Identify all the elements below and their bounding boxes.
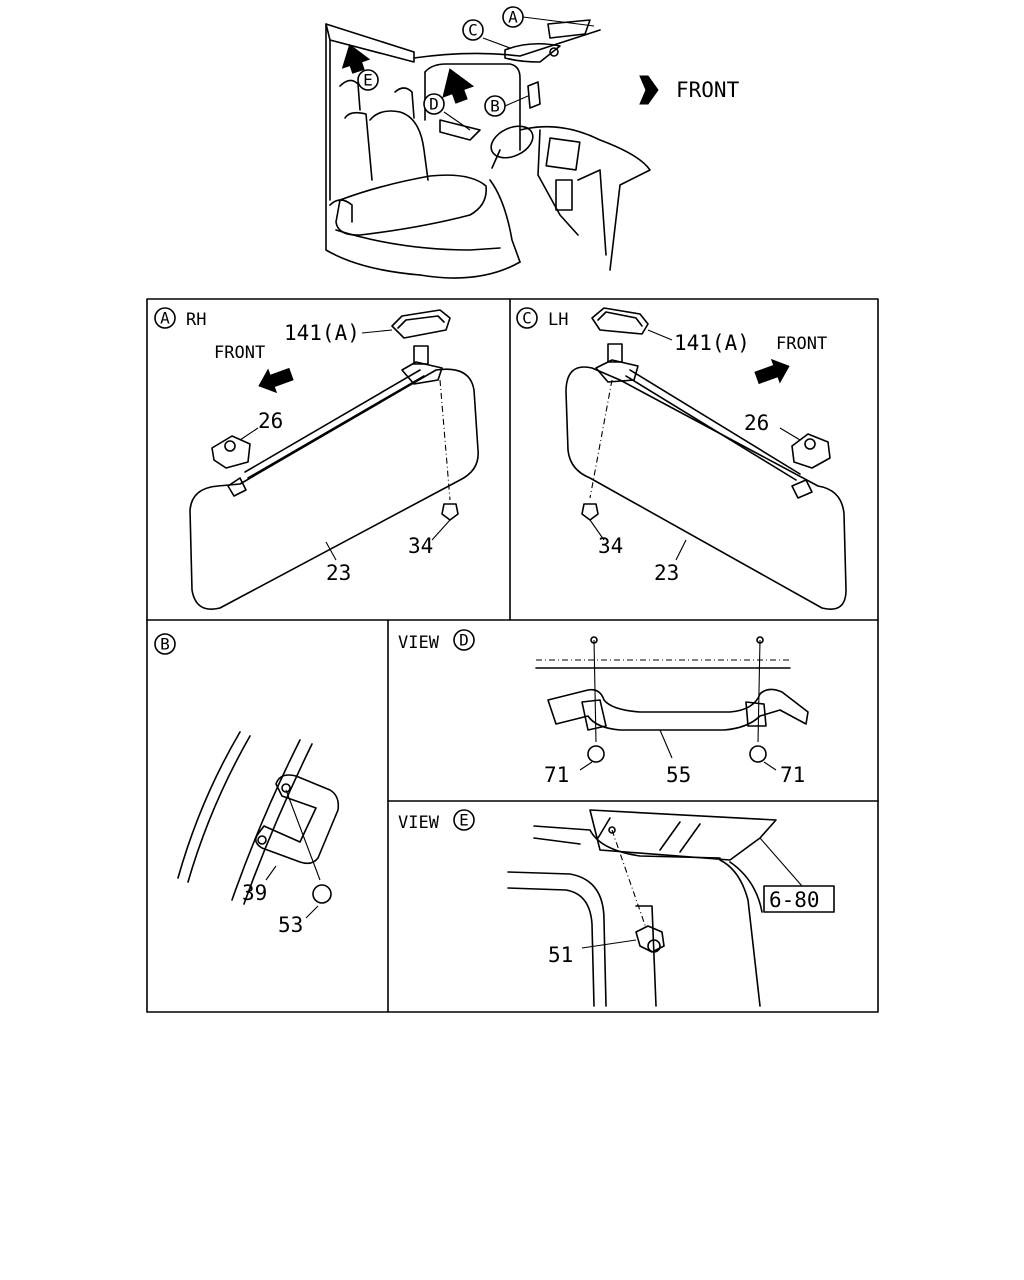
- callout-b-circle: [484, 95, 506, 117]
- callout-d-circle: [423, 93, 445, 115]
- callout-e-circle: [357, 69, 379, 91]
- panel-c-part-23: 23: [654, 561, 679, 585]
- panel-a-rh: A RH FRONT 141(A) 26 34 23: [154, 307, 479, 610]
- panel-d-part-71-left: 71: [544, 763, 569, 787]
- callout-a-circle: [502, 6, 524, 28]
- panel-a-part-34: 34: [408, 534, 433, 558]
- cab-overview-illustration: A C B D E FRONT: [325, 6, 740, 279]
- panel-e-callout: E: [459, 811, 469, 830]
- panel-b-part-53: 53: [278, 913, 303, 937]
- panel-e-ref-label: 6-80: [769, 888, 820, 912]
- panel-a-front-arrow-icon: [258, 367, 294, 394]
- panel-a-side-label: RH: [186, 310, 206, 330]
- panel-e-ref-box: [763, 885, 835, 913]
- panel-c-side-label: LH: [548, 310, 568, 330]
- panel-e-part-51: 51: [548, 943, 573, 967]
- overview-front-label: FRONT: [676, 78, 740, 102]
- panel-d-view: VIEW D 71 55 71: [398, 629, 809, 787]
- panel-a-part-141: 141(A): [284, 321, 360, 345]
- callout-c-letter: C: [468, 21, 478, 40]
- panel-d-callout: D: [459, 631, 469, 650]
- panel-d-part-71-right: 71: [780, 763, 805, 787]
- callout-a-letter: A: [508, 8, 518, 27]
- panel-c-part-26: 26: [744, 411, 769, 435]
- panel-b-callout: B: [160, 635, 170, 654]
- panel-e-view-label: VIEW: [398, 813, 440, 833]
- panel-a-part-23: 23: [326, 561, 351, 585]
- panel-d-part-55: 55: [666, 763, 691, 787]
- panel-a-front-label: FRONT: [214, 343, 265, 363]
- panel-frames: [146, 298, 879, 1013]
- panel-c-lh: C LH FRONT 141(A) 26 34 23: [516, 307, 847, 610]
- panel-c-front-arrow-icon: [754, 358, 790, 385]
- panel-b-part-39: 39: [242, 881, 267, 905]
- panel-a-part-26: 26: [258, 409, 283, 433]
- callout-e-letter: E: [363, 71, 373, 90]
- callout-c-circle: [462, 19, 484, 41]
- callout-b-letter: B: [490, 97, 500, 116]
- panel-a-callout: A: [160, 309, 170, 328]
- panel-e-view: VIEW E 51 6-80: [398, 809, 835, 1007]
- panel-c-front-label: FRONT: [776, 334, 827, 354]
- callout-d-letter: D: [429, 95, 439, 114]
- panel-c-callout: C: [522, 309, 532, 328]
- front-arrow-icon: [639, 75, 659, 105]
- panel-d-view-label: VIEW: [398, 633, 440, 653]
- panel-c-part-34: 34: [598, 534, 623, 558]
- panel-b-assist-grip: B 53 39: [154, 633, 340, 937]
- panel-c-part-141: 141(A): [674, 331, 750, 355]
